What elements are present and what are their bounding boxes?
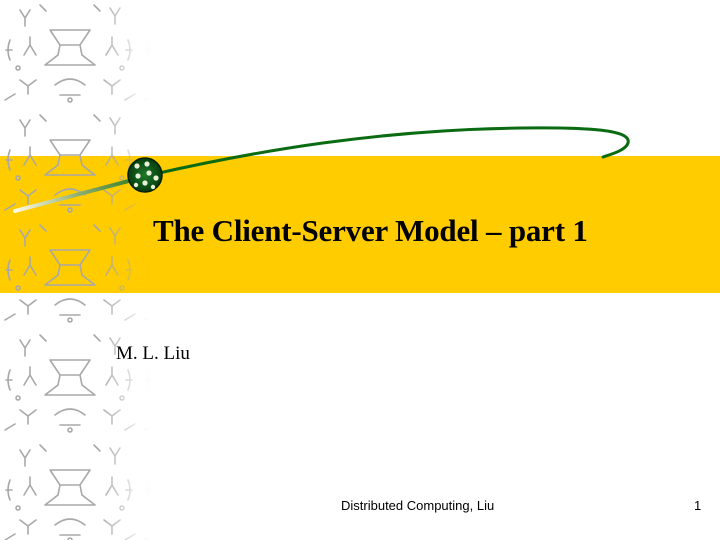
slide-title: The Client-Server Model – part 1 — [153, 213, 588, 248]
page-number: 1 — [694, 498, 702, 513]
ornamental-pattern-icon — [0, 0, 150, 540]
slide-footer: Distributed Computing, Liu — [341, 498, 495, 513]
slide-author: M. L. Liu — [116, 343, 190, 364]
